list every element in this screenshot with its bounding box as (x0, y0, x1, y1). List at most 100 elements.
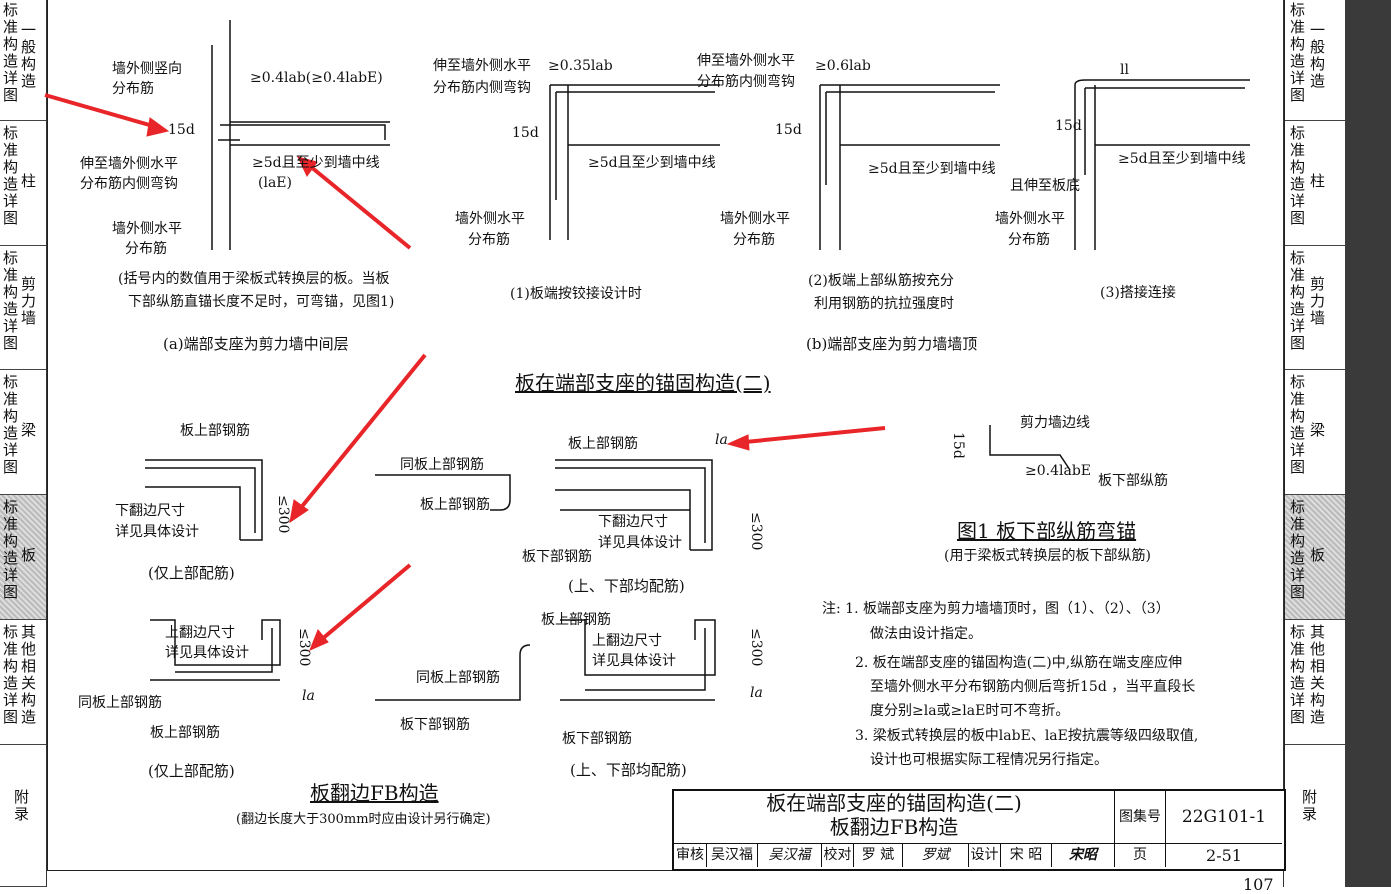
label: 分布筋 (468, 232, 510, 248)
wall-1 (549, 84, 720, 240)
label: 分布筋内侧弯钩 (697, 74, 795, 90)
label: 分布筋 (733, 232, 775, 248)
label: 墙外侧水平 (720, 211, 790, 227)
drawing-title: 板在端部支座的锚固构造(二)板翻边FB构造 (674, 791, 1115, 844)
dim: ≤300 (275, 495, 291, 534)
fig1-bar (989, 425, 1071, 471)
label: 板上部钢筋 (541, 612, 611, 628)
arrow-2 (303, 160, 412, 250)
tab-general-right[interactable]: 标准构造详图一般构造 (1284, 0, 1345, 121)
label: 且伸至板底 (1010, 178, 1080, 194)
label: 下部纵筋直锚长度不足时，可弯锚，见图1) (128, 294, 395, 310)
check-label: 校对 (822, 844, 854, 867)
viewer-background (1345, 0, 1391, 887)
caption: (上、下部均配筋) (568, 577, 685, 595)
caption-2b: 利用钢筋的抗拉强度时 (814, 296, 954, 312)
arrow-1 (44, 93, 161, 130)
label: 同板上部钢筋 (416, 670, 500, 686)
label: 板上部钢筋 (568, 436, 638, 452)
label: (括号内的数值用于梁板式转换层的板。当板 (118, 271, 390, 287)
dim: ≤300 (296, 628, 312, 667)
caption-2: (2)板端上部纵筋按充分 (808, 273, 954, 289)
caption-b: (b)端部支座为剪力墙墙顶 (806, 335, 978, 353)
label: 分布筋内侧弯钩 (433, 80, 531, 96)
label: 分布筋 (125, 241, 167, 257)
label: la (750, 685, 763, 701)
label: ≥5d且至少到墙中线 (588, 155, 716, 171)
review-label: 审核 (674, 844, 707, 867)
label: 15d (775, 122, 802, 138)
label: ll (1120, 62, 1129, 78)
arrow-3 (293, 353, 427, 517)
tab-slab-right[interactable]: 标准构造详图板 (1284, 495, 1345, 620)
title-block: 板在端部支座的锚固构造(二)板翻边FB构造 图集号 22G101-1 审核 吴汉… (672, 789, 1286, 871)
checker-signature: 罗斌 (903, 844, 969, 867)
page-code: 2-51 (1206, 846, 1242, 865)
tab-column-right[interactable]: 标准构造详图柱 (1284, 121, 1345, 246)
checker: 罗 斌 (854, 844, 903, 867)
tab-slab[interactable]: 标准构造详图板 (0, 495, 46, 620)
label: 15d (1055, 118, 1082, 134)
label: ≥0.35lab (548, 58, 613, 74)
designer: 宋 昭 (1001, 844, 1052, 867)
arrow-5 (734, 426, 886, 445)
drawing-sheet (47, 0, 1285, 871)
flange-up-both (375, 619, 716, 701)
caption-3: (3)搭接连接 (1100, 285, 1176, 301)
fb-subtitle: (翻边长度大于300mm时应由设计另行确定) (236, 812, 491, 827)
tab-column[interactable]: 标准构造详图柱 (0, 121, 46, 246)
caption-1: (1)板端按铰接设计时 (510, 286, 642, 302)
label: ≥0.6lab (815, 58, 871, 74)
label: 板下部钢筋 (562, 731, 632, 747)
reviewer: 吴汉福 (707, 844, 758, 867)
wall-3 (1074, 79, 1250, 250)
label: 上翻边尺寸 (165, 625, 235, 641)
left-tab-column: 标准构造详图一般构造 标准构造详图柱 标准构造详图剪力墙 标准构造详图梁 标准构… (0, 0, 47, 887)
label: 剪力墙边线 (1020, 415, 1090, 431)
wall-2 (819, 84, 1000, 250)
label: 详见具体设计 (165, 645, 249, 661)
label: 15d (168, 122, 195, 138)
flange-up-top (150, 619, 281, 681)
tab-other-right[interactable]: 标准构造详图其他相关构造 (1284, 620, 1345, 745)
label: ≥5d且至少到墙中线 (1118, 151, 1246, 167)
dim: ≤300 (748, 628, 764, 667)
label: la (715, 432, 728, 448)
label: 下翻边尺寸 (598, 514, 668, 530)
label: 下翻边尺寸 (115, 503, 185, 519)
red-arrows (44, 93, 886, 651)
wall-a (211, 20, 390, 250)
label: 墙外侧竖向 (112, 61, 182, 77)
page-number: 107 (1243, 875, 1274, 894)
label: 分布筋 (1008, 232, 1050, 248)
caption: (仅上部配筋) (148, 564, 235, 582)
tab-general[interactable]: 标准构造详图一般构造 (0, 0, 46, 121)
fb-title: 板翻边FB构造 (310, 781, 439, 805)
design-label: 设计 (969, 844, 1001, 867)
label: 详见具体设计 (598, 535, 682, 551)
label: 详见具体设计 (115, 524, 199, 540)
label: 同板上部钢筋 (78, 695, 162, 711)
label: 墙外侧水平 (995, 211, 1065, 227)
label: ≥0.4labE (1025, 463, 1092, 479)
label: 板下部钢筋 (400, 717, 470, 733)
tab-shear-wall-right[interactable]: 标准构造详图剪力墙 (1284, 246, 1345, 370)
tab-appendix-right[interactable]: 附录 (1302, 788, 1318, 823)
label: ≥5d且至少到墙中线 (868, 161, 996, 177)
label: 板上部钢筋 (150, 725, 220, 741)
atlas-number: 22G101-1 (1166, 791, 1282, 844)
label: 分布筋 (112, 81, 154, 97)
fig1-title: 图1 板下部纵筋弯锚 (957, 519, 1137, 543)
tab-other[interactable]: 标准构造详图其他相关构造 (0, 620, 46, 745)
label: 伸至墙外侧水平 (697, 53, 795, 69)
label: la (302, 688, 315, 704)
label: 详见具体设计 (592, 653, 676, 669)
tab-beam-right[interactable]: 标准构造详图梁 (1284, 370, 1345, 495)
fig1-subtitle: (用于梁板式转换层的板下部纵筋) (944, 548, 1151, 564)
arrow-4 (313, 563, 412, 647)
tab-beam[interactable]: 标准构造详图梁 (0, 370, 46, 495)
tab-shear-wall[interactable]: 标准构造详图剪力墙 (0, 246, 46, 370)
label: ≥0.4lab(≥0.4labE) (250, 70, 383, 86)
label: 墙外侧水平 (112, 221, 182, 237)
section-title: 板在端部支座的锚固构造(二) (515, 371, 771, 395)
